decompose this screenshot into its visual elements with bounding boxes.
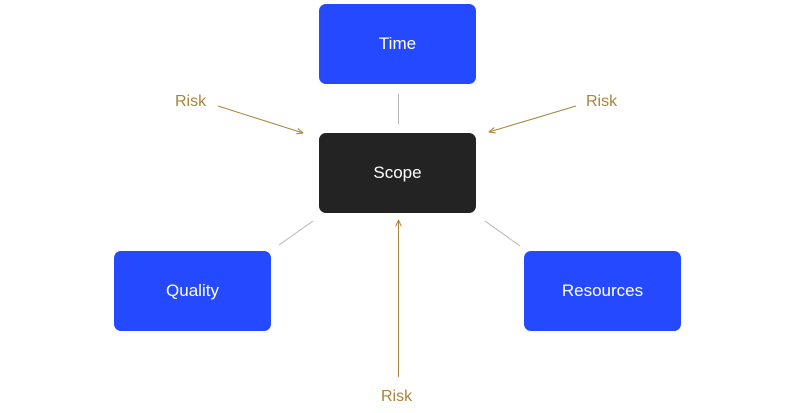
node-resources-label: Resources	[561, 281, 644, 300]
node-quality-label: Quality	[166, 281, 219, 300]
node-resources: Resources	[524, 251, 681, 331]
node-scope-label: Scope	[373, 163, 422, 182]
risk-arrow-left	[217, 105, 303, 133]
connector-scope-quality	[278, 220, 314, 246]
node-time-label: Time	[378, 34, 417, 53]
risk-label-right: Risk	[586, 93, 618, 110]
node-quality: Quality	[114, 251, 271, 331]
node-scope: Scope	[319, 133, 476, 213]
risk-label-left: Risk	[175, 93, 207, 110]
node-time: Time	[319, 4, 476, 84]
risk-label-bottom: Risk	[381, 388, 413, 405]
connector-scope-resources	[484, 220, 521, 247]
risk-arrow-right	[489, 105, 577, 132]
